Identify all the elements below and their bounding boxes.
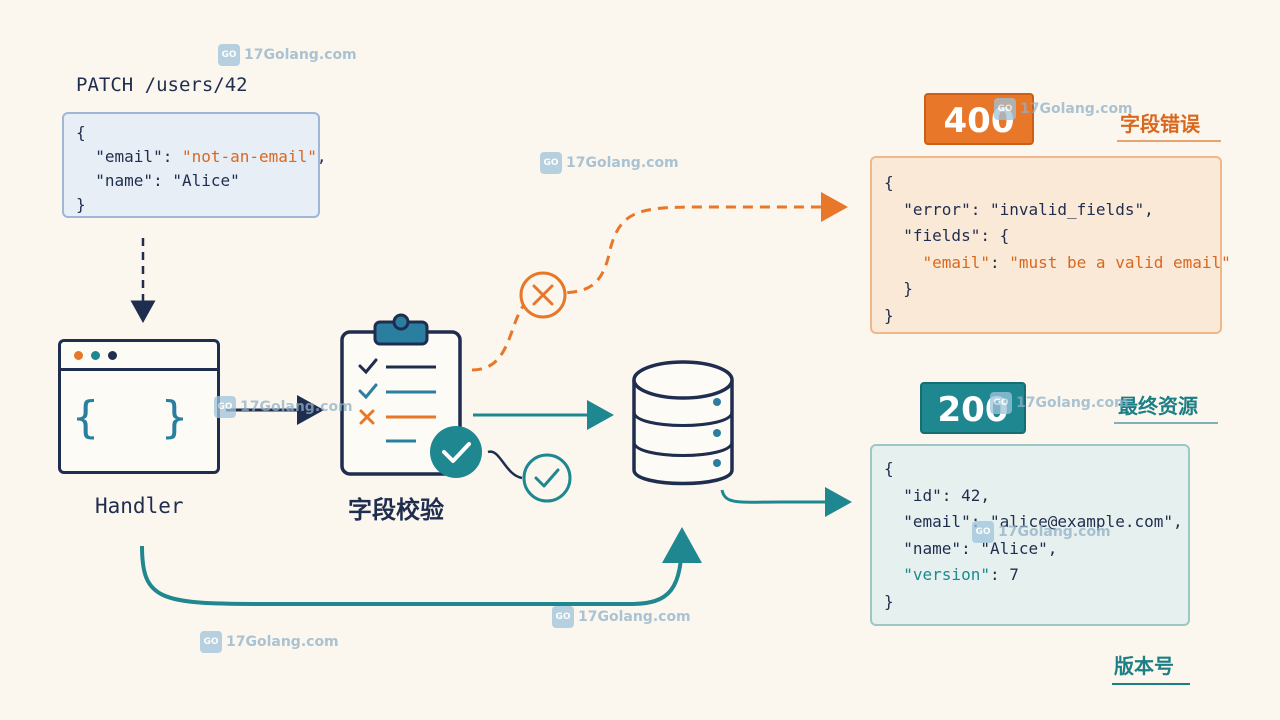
code-line: "id": 42, [884,483,1188,510]
code-token: "name": "Alice" [76,171,240,190]
code-token: "email": "alice@example.com", [884,512,1183,531]
clipboard-checklist-icon [340,313,482,478]
code-token [884,565,903,584]
code-line: } [884,276,1220,303]
watermark-logo-icon: GO [990,392,1012,414]
code-token: , [316,147,327,166]
success-response-code: { "id": 42, "email": "alice@example.com"… [884,456,1188,615]
code-token: { [884,459,894,478]
code-line: { [76,121,318,145]
code-line: } [884,303,1220,330]
code-line: "email": "must be a valid email" [884,250,1231,277]
window-title-bar [61,342,217,371]
handler-label: Handler [95,494,184,518]
window-dot-orange [74,351,83,360]
code-token-highlight: "not-an-email" [181,147,317,166]
watermark-logo-icon: GO [200,631,222,653]
code-token: } [884,279,913,298]
watermark-text: 17Golang.com [244,47,357,63]
code-token: "error": "invalid_fields", [884,199,1154,219]
code-token-highlight: "must be a valid email" [1009,252,1231,272]
validation-label: 字段校验 [348,496,444,524]
watermark-text: 17Golang.com [226,634,339,650]
braces-glyph: { } [72,392,206,443]
code-token: "id": 42, [884,485,990,505]
request-method-line: PATCH /users/42 [76,74,248,96]
request-body-code: { "email": "not-an-email", "name": "Alic… [76,121,326,217]
database-icon [632,360,734,486]
code-line: } [884,589,1188,616]
version-path-arrow [140,527,702,606]
window-dot-teal [91,351,100,360]
code-token [884,253,923,272]
browser-window-icon: { } [58,339,220,474]
code-token: : 7 [989,565,1019,584]
code-token: "name": "Alice", [884,538,1058,558]
code-line: { [884,170,1220,197]
watermark-text: 17Golang.com [240,399,353,415]
success-caption-underline [1114,422,1218,424]
error-caption-underline [1117,140,1221,142]
success-response-box: { "id": 42, "email": "alice@example.com"… [870,444,1190,626]
code-token: "email": [76,147,182,166]
code-line: "error": "invalid_fields", [884,197,1220,224]
code-token: { [76,123,86,142]
error-caption: 字段错误 [1120,112,1200,136]
watermark-logo-icon: GO [994,98,1016,120]
code-token: "fields": { [884,226,1010,245]
code-line: } [76,193,318,217]
code-line: { [884,456,1188,483]
code-token: } [884,305,894,325]
watermark-text: 17Golang.com [578,609,691,625]
check-connector [487,450,523,480]
code-line: "email": "alice@example.com", [884,509,1188,536]
window-dot-navy [108,351,117,360]
success-check-icon [522,453,572,503]
code-token-highlight: "version" [903,565,990,584]
watermark-logo-icon: GO [540,152,562,174]
validation-to-error-arrow [471,192,848,372]
watermark-text: 17Golang.com [566,155,679,171]
watermark-text: 17Golang.com [1020,101,1133,117]
watermark-logo-icon: GO [218,44,240,66]
watermark-logo-icon: GO [972,521,994,543]
code-line: "fields": { [884,223,1220,250]
request-body-box: { "email": "not-an-email", "name": "Alic… [62,112,326,218]
error-response-code: { "error": "invalid_fields", "fields": {… [884,170,1231,330]
code-line: "email": "not-an-email", [76,145,326,169]
database-to-success-arrow [720,487,852,517]
watermark-logo-icon: GO [214,396,236,418]
code-line: "name": "Alice" [76,169,318,193]
version-caption: 版本号 [1114,654,1174,678]
code-token-highlight: "email" [922,252,990,272]
code-token: } [884,591,894,611]
code-line: "name": "Alice", [884,536,1188,563]
watermark-text: 17Golang.com [998,524,1111,540]
code-token: : [989,252,1010,272]
watermark-logo-icon: GO [552,606,574,628]
code-token: } [76,195,86,214]
success-caption: 最终资源 [1118,394,1198,418]
watermark-text: 17Golang.com [1016,395,1129,411]
code-token: { [884,173,894,192]
error-x-icon [519,271,567,319]
error-response-box: { "error": "invalid_fields", "fields": {… [870,156,1231,334]
version-caption-underline [1112,683,1190,685]
code-line: "version": 7 [884,562,1188,589]
